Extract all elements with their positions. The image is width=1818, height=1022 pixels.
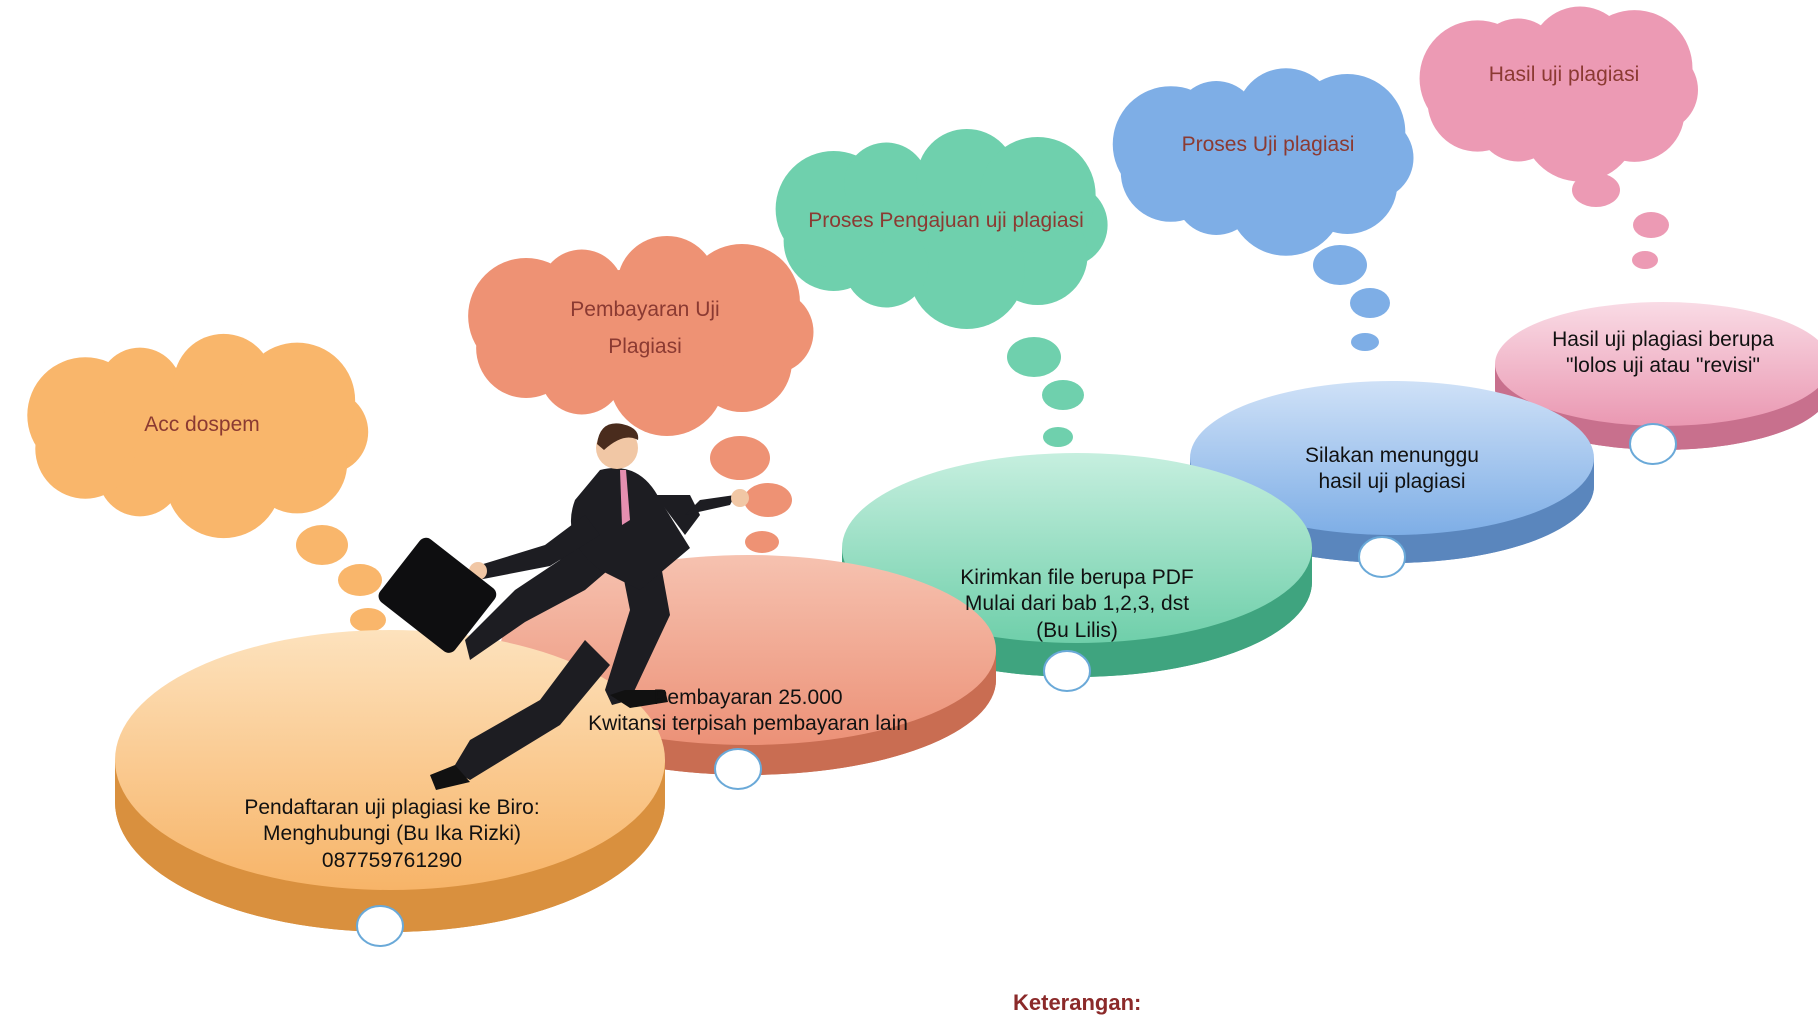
thought-bubble-4-1 [1313,245,1367,285]
step-connector-3 [1043,650,1091,692]
thought-bubble-2-1 [710,436,770,480]
step-label-2: Pembayaran 25.000 Kwitansi terpisah pemb… [588,686,908,736]
thought-cloud-5 [1419,6,1698,269]
thought-cloud-3 [775,128,1108,447]
step-connector-1 [356,905,404,947]
step-label-1: Pendaftaran uji plagiasi ke Biro: Menghu… [244,796,540,872]
thought-bubble-3-2 [1042,380,1084,410]
cloud-label-5: Hasil uji plagiasi [1488,63,1640,86]
step-connector-2 [714,748,762,790]
thought-cloud-1 [27,333,386,632]
cloud-label-3: Proses Pengajuan uji plagiasi [808,209,1084,232]
cloud-label-2: Pembayaran Uji Plagiasi [570,298,720,358]
thought-bubble-3-1 [1007,337,1061,377]
step-connector-5 [1629,423,1677,465]
cloud-label-4: Proses Uji plagiasi [1181,133,1355,156]
cloud-label-1: Acc dospem [144,413,260,436]
legend-label: Keterangan: [1013,990,1142,1015]
thought-bubble-5-2 [1633,212,1669,238]
thought-bubble-5-1 [1572,173,1620,207]
thought-bubble-1-1 [296,525,348,565]
step-label-5: Hasil uji plagiasi berupa "lolos uji ata… [1552,328,1774,378]
thought-bubble-4-3 [1351,333,1379,351]
thought-bubble-1-2 [338,564,382,596]
thought-bubble-2-3 [745,531,779,553]
thought-cloud-4 [1112,68,1414,351]
thought-bubble-5-3 [1632,251,1658,269]
thought-bubble-4-2 [1350,288,1390,318]
thought-bubble-2-2 [744,483,792,517]
step-label-3: Kirimkan file berupa PDF Mulai dari bab … [960,566,1194,642]
step-connector-4 [1358,536,1406,578]
step-label-4: Silakan menunggu hasil uji plagiasi [1305,444,1479,494]
thought-bubble-1-3 [350,608,386,632]
thought-cloud-2 [468,235,814,553]
step-disc-1 [115,630,665,947]
businessman-running-icon [378,423,749,790]
thought-bubble-3-3 [1043,427,1073,447]
